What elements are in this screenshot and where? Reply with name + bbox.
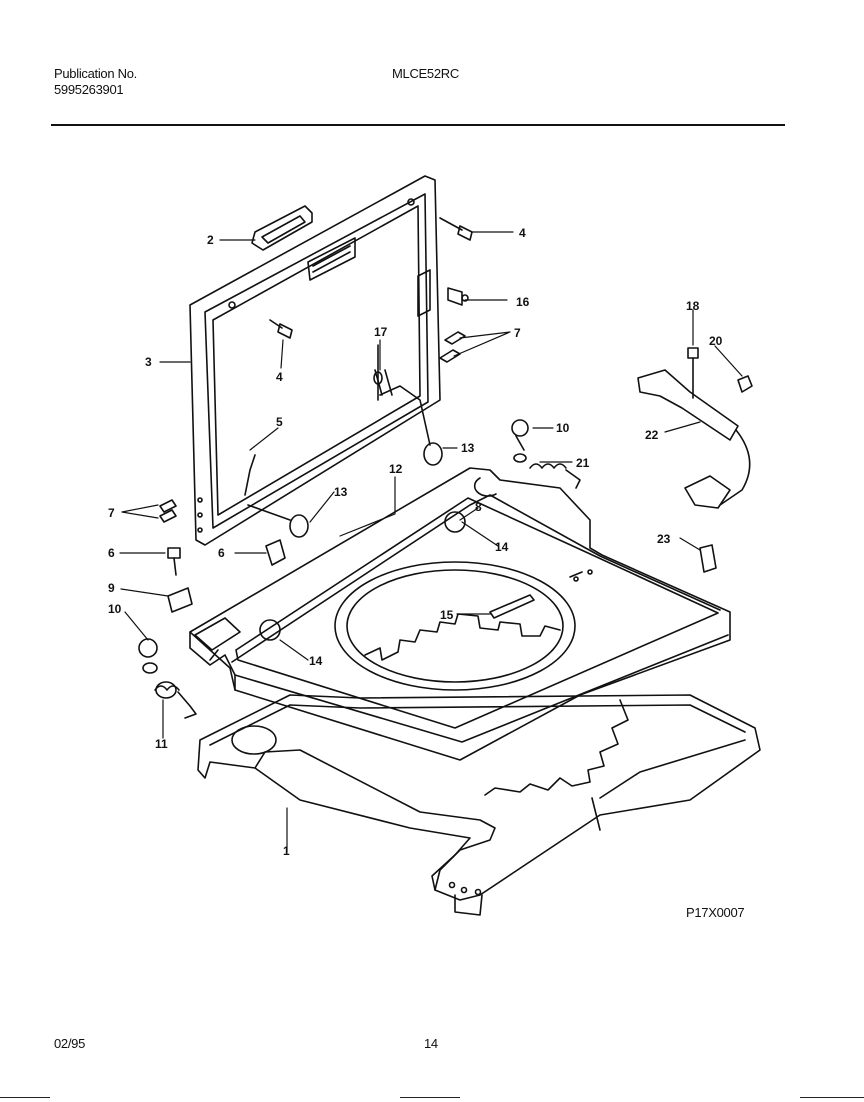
footer-rule-right	[800, 1097, 864, 1098]
callout-18: 18	[686, 299, 700, 313]
small-parts	[138, 217, 753, 719]
callout-21: 21	[576, 456, 590, 470]
callout-8: 8	[475, 500, 482, 514]
callout-22: 22	[645, 428, 659, 442]
callout-13-top: 13	[461, 441, 475, 455]
footer-date: 02/95	[54, 1036, 86, 1051]
footer-page-number: 14	[424, 1036, 438, 1051]
callout-16: 16	[516, 295, 530, 309]
callout-13-left: 13	[334, 485, 348, 499]
publication-label: Publication No.	[54, 66, 137, 81]
callout-2: 2	[207, 233, 214, 247]
callout-5: 5	[276, 415, 283, 429]
callout-7-left: 7	[108, 506, 115, 520]
footer-rule-left	[0, 1097, 50, 1098]
callout-11: 11	[155, 737, 168, 751]
publication-number: 5995263901	[54, 82, 124, 97]
callout-23: 23	[657, 532, 671, 546]
callout-labels: 2 3 4 4 16 7 17 5 13 12 13 7 6 6 9 10 11…	[108, 226, 723, 858]
header-rule	[51, 124, 785, 126]
callout-6-bolt: 6	[108, 546, 115, 560]
callout-17: 17	[374, 325, 388, 339]
callout-7-right: 7	[514, 326, 521, 340]
callout-10-right: 10	[556, 421, 570, 435]
callout-4-left: 4	[276, 370, 283, 384]
callout-14-left: 14	[309, 654, 323, 668]
top-frame	[189, 467, 731, 761]
callout-4-top: 4	[519, 226, 526, 240]
callout-10-left: 10	[108, 602, 122, 616]
callout-20: 20	[709, 334, 723, 348]
callout-12: 12	[389, 462, 403, 476]
callout-3: 3	[145, 355, 152, 369]
leader-lines	[119, 231, 743, 853]
base-cabinet-top	[197, 694, 761, 916]
footer-rule-center	[400, 1097, 460, 1098]
model-number: MLCE52RC	[392, 66, 459, 81]
callout-14-right: 14	[495, 540, 509, 554]
figure-code: P17X0007	[686, 905, 745, 920]
callout-1: 1	[283, 844, 290, 858]
callout-15: 15	[440, 608, 454, 622]
lid	[189, 175, 441, 546]
callout-9: 9	[108, 581, 115, 595]
callout-6-clip: 6	[218, 546, 225, 560]
